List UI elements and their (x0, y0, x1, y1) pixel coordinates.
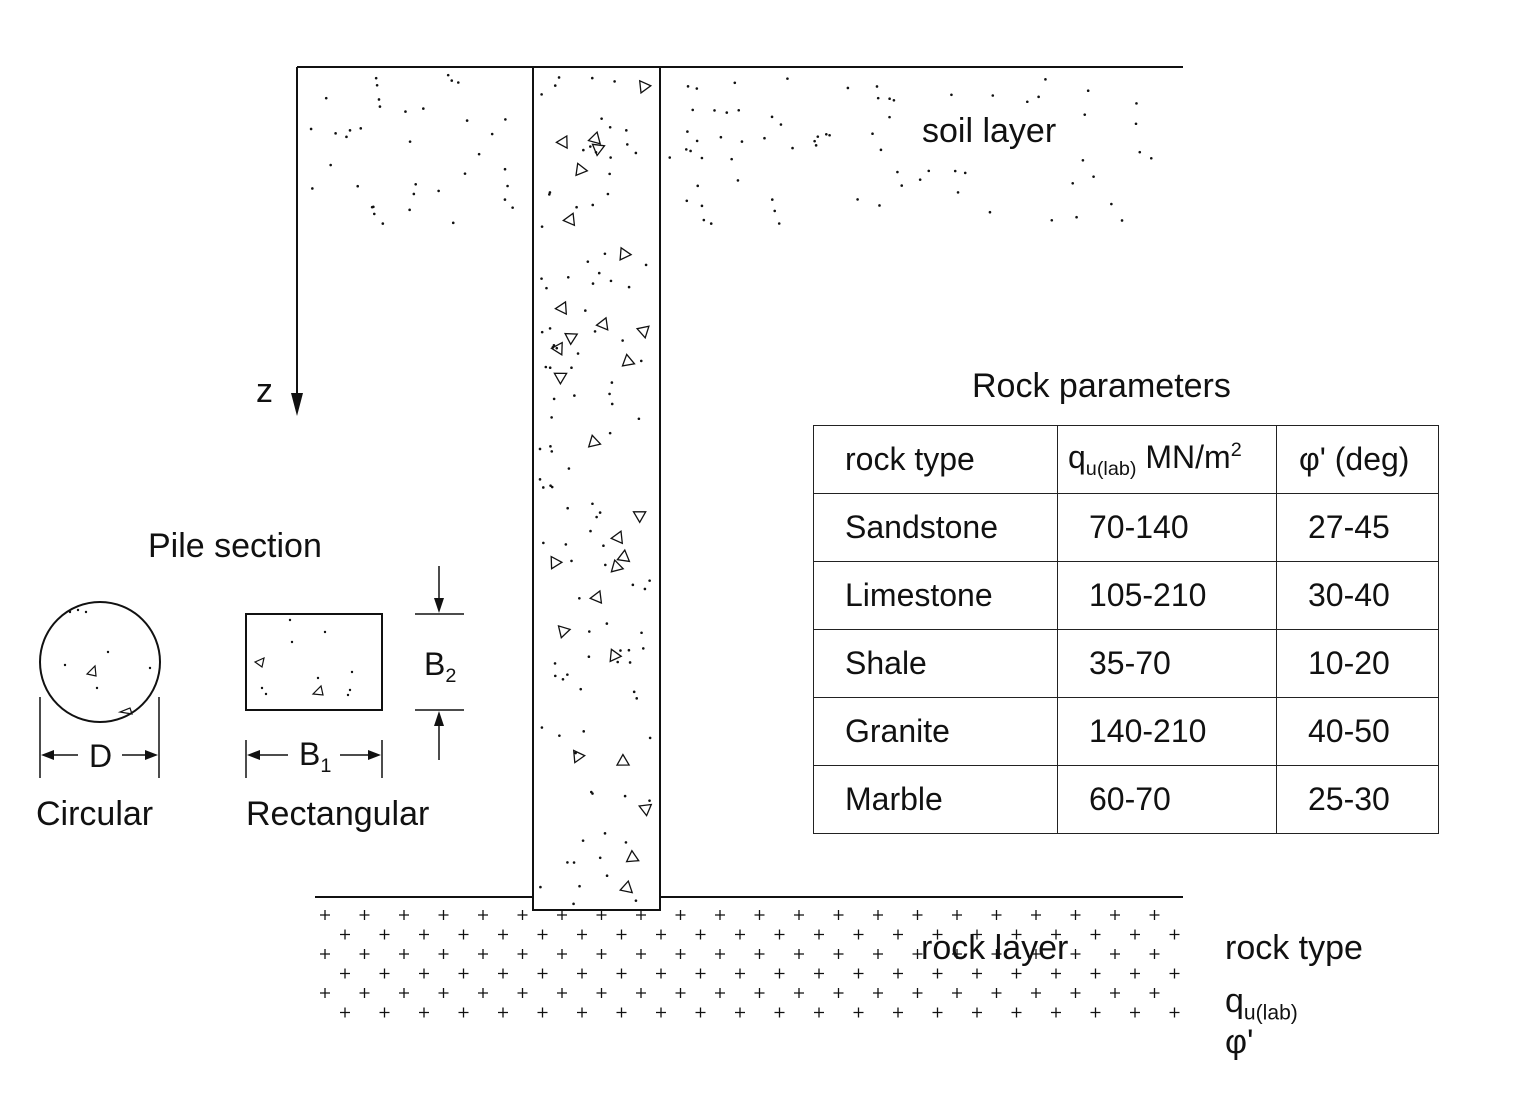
table-row: Marble 60-70 25-30 (813, 765, 1439, 834)
cell-phi: 40-50 (1276, 697, 1439, 766)
rect-dim-b1-label: B1 (299, 736, 332, 777)
cell-qu: 60-70 (1057, 765, 1277, 834)
table-row: Shale 35-70 10-20 (813, 629, 1439, 698)
header-qu: qu(lab) MN/m2 (1057, 425, 1277, 494)
rock-parameters-table: rock type qu(lab) MN/m2 φ' (deg) Sandsto… (813, 425, 1439, 834)
cell-phi: 10-20 (1276, 629, 1439, 698)
table-row: Limestone 105-210 30-40 (813, 561, 1439, 630)
cell-phi: 25-30 (1276, 765, 1439, 834)
rectangular-section-texture (253, 618, 354, 697)
table-row: Granite 140-210 40-50 (813, 697, 1439, 766)
header-phi: φ' (deg) (1276, 425, 1439, 494)
pile-section-title: Pile section (148, 527, 322, 565)
rectangular-section-shape (245, 613, 383, 711)
legend-rock-type: rock type (1225, 929, 1363, 967)
rock-layer-label: rock layer (921, 929, 1069, 967)
cell-rock-type: Shale (813, 629, 1058, 698)
z-axis-label: z (256, 372, 273, 410)
soil-texture (309, 73, 1153, 225)
cell-qu: 105-210 (1057, 561, 1277, 630)
header-rock-type: rock type (813, 425, 1058, 494)
cell-rock-type: Marble (813, 765, 1058, 834)
circular-section-texture (63, 608, 152, 715)
pile (532, 66, 661, 911)
cell-qu: 70-140 (1057, 493, 1277, 562)
table-title: Rock parameters (972, 367, 1231, 405)
legend-qu: qu(lab) (1225, 982, 1298, 1025)
table-row: Sandstone 70-140 27-45 (813, 493, 1439, 562)
cell-rock-type: Granite (813, 697, 1058, 766)
circular-caption: Circular (36, 795, 154, 833)
rectangular-caption: Rectangular (246, 795, 430, 833)
cell-rock-type: Sandstone (813, 493, 1058, 562)
circular-dim-label: D (89, 738, 113, 774)
pile-concrete-texture (538, 76, 653, 906)
circular-section-shape (39, 601, 161, 723)
cell-phi: 27-45 (1276, 493, 1439, 562)
rect-dim-b2-label: B2 (424, 646, 457, 687)
rock-texture (320, 910, 1180, 1018)
z-axis-arrowhead (291, 393, 303, 416)
cell-phi: 30-40 (1276, 561, 1439, 630)
cell-qu: 35-70 (1057, 629, 1277, 698)
cell-rock-type: Limestone (813, 561, 1058, 630)
cell-qu: 140-210 (1057, 697, 1277, 766)
soil-layer-label: soil layer (922, 112, 1057, 150)
table-header-row: rock type qu(lab) MN/m2 φ' (deg) (813, 425, 1439, 494)
legend-phi: φ' (1225, 1023, 1254, 1061)
